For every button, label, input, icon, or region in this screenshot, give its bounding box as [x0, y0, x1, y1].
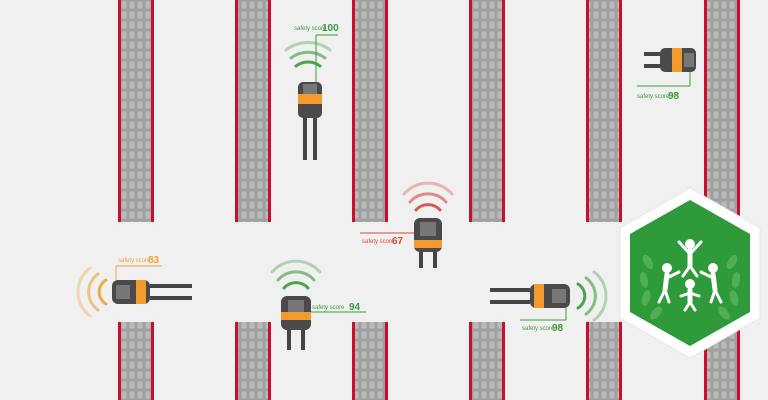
rack-bottom-1	[118, 322, 154, 400]
forklift-icon	[414, 218, 442, 268]
rack-bottom-4	[469, 322, 505, 400]
forklift-icon	[644, 48, 696, 72]
signal-arcs-good-icon	[270, 259, 322, 290]
forklift-icon	[281, 296, 311, 350]
rack-bottom-3	[352, 322, 388, 400]
signal-arcs-good-icon	[284, 40, 332, 68]
signal-arcs-warn-icon	[76, 266, 108, 318]
safety-score-label: safety score	[312, 305, 345, 311]
safety-score-label: safety score	[637, 94, 670, 100]
forklift-icon	[490, 284, 570, 308]
signal-arcs-bad-icon	[402, 181, 454, 212]
forklift-1[interactable]: safety score 100	[284, 23, 339, 160]
rack-top-2	[235, 0, 271, 222]
rack-top-4	[469, 0, 505, 222]
rack-top-1	[118, 0, 154, 222]
safety-score-label: safety score	[362, 239, 395, 245]
forklift-icon	[298, 82, 322, 160]
safety-score-label: safety score	[294, 26, 327, 32]
team-celebration-icon	[657, 239, 723, 312]
rack-bottom-5	[586, 322, 622, 400]
rack-top-5	[586, 0, 622, 222]
forklift-2[interactable]: safety score 98	[637, 48, 696, 102]
safety-score-value: 98	[552, 323, 564, 334]
forklift-4[interactable]: safety score 83	[76, 255, 192, 318]
rack-top-3	[352, 0, 388, 222]
safety-score-label: safety score	[118, 258, 151, 264]
signal-arcs-good-icon	[576, 270, 608, 322]
safety-score-value: 100	[322, 23, 339, 34]
safety-badge[interactable]	[619, 187, 761, 359]
safety-score-value: 98	[668, 91, 680, 102]
forklift-icon	[112, 280, 192, 304]
safety-score-value: 83	[148, 255, 160, 266]
safety-score-label: safety score	[522, 326, 555, 332]
laurel-icon	[639, 254, 741, 320]
forklift-3[interactable]: safety score 67	[360, 181, 454, 268]
rack-bottom-2	[235, 322, 271, 400]
rack-top-6	[704, 0, 740, 222]
safety-score-value: 94	[349, 302, 361, 313]
forklift-5[interactable]: safety score 94	[270, 259, 366, 350]
forklift-6[interactable]: safety score 98	[490, 270, 608, 334]
safety-score-value: 67	[392, 236, 404, 247]
